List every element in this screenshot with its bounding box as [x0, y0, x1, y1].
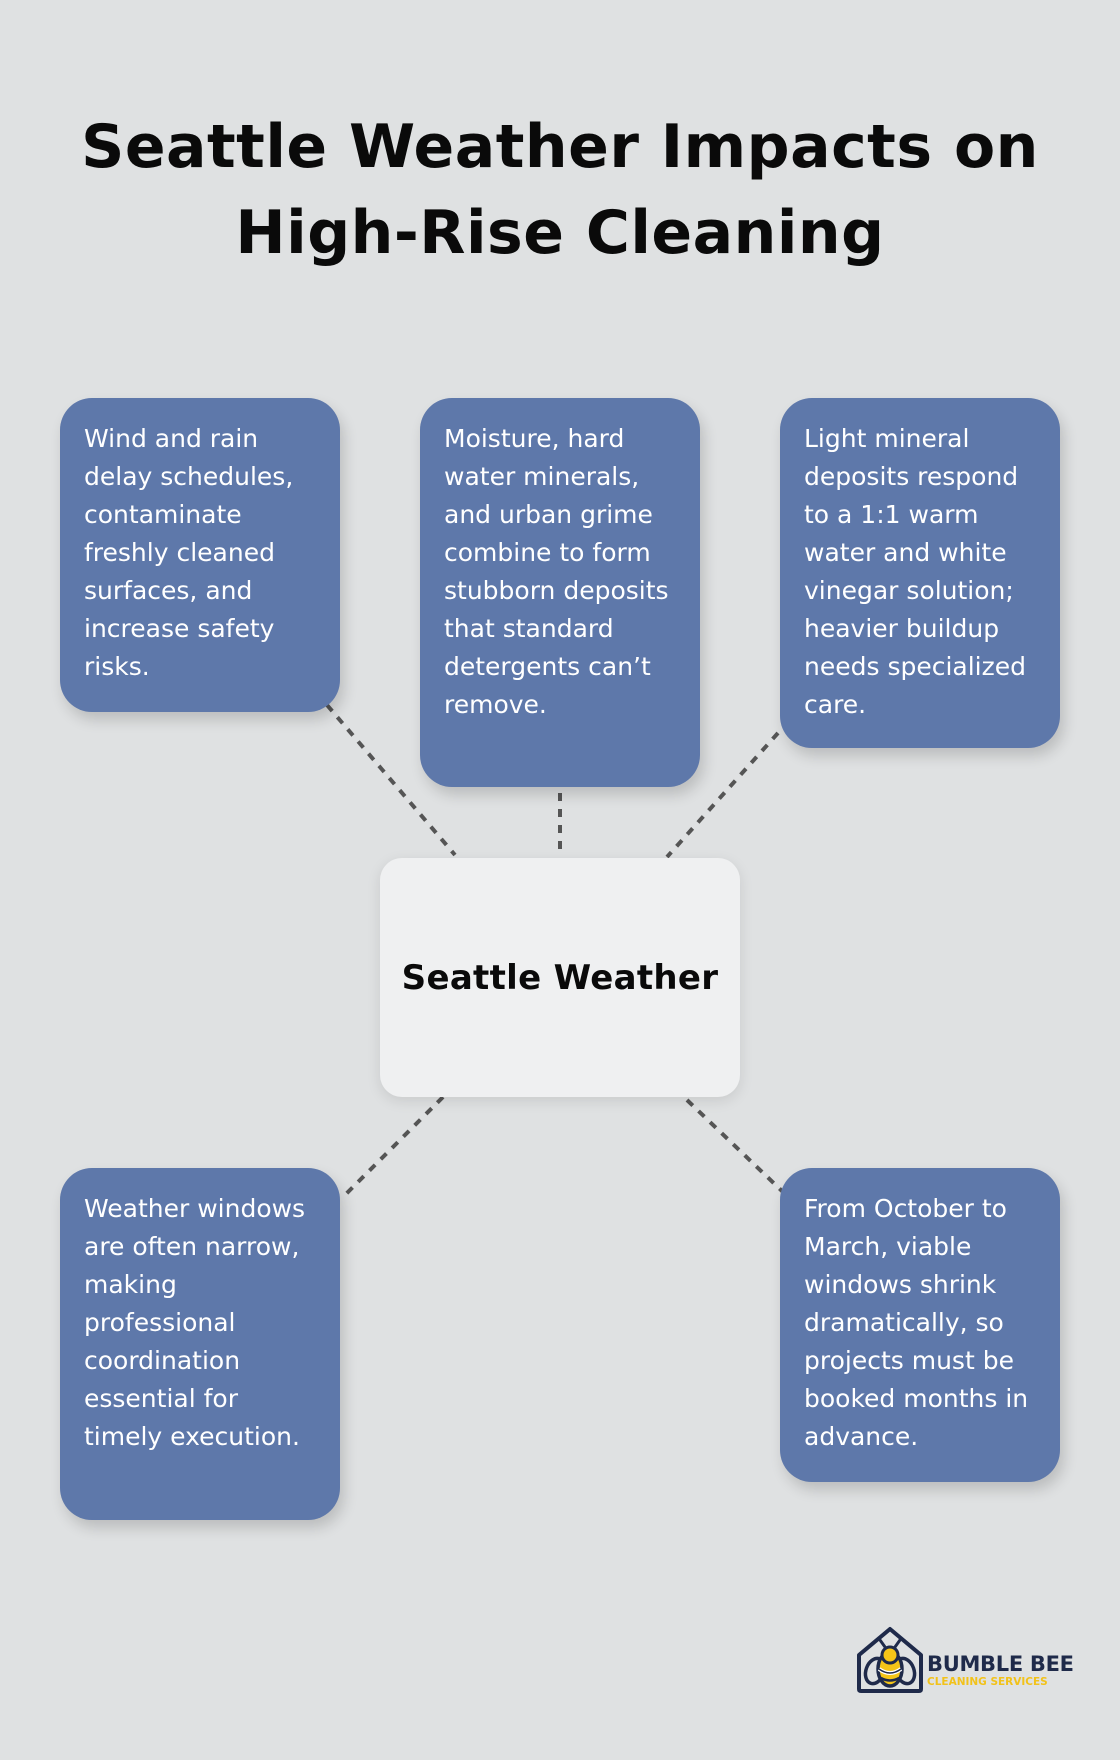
card-text: Light mineral deposits respond to a 1:1 …	[804, 424, 1026, 719]
impact-card-vinegar-solution: Light mineral deposits respond to a 1:1 …	[780, 398, 1060, 748]
page-title: Seattle Weather Impacts on High-Rise Cle…	[0, 104, 1120, 276]
impact-card-deposits: Moisture, hard water minerals, and urban…	[420, 398, 700, 787]
title-line-2: High-Rise Cleaning	[235, 198, 885, 268]
card-text: From October to March, viable windows sh…	[804, 1194, 1029, 1451]
brand-logo: BUMBLE BEE CLEANING SERVICES	[855, 1625, 1074, 1695]
card-text: Moisture, hard water minerals, and urban…	[444, 424, 669, 719]
connector-card-3	[665, 731, 780, 859]
impact-card-seasonal-booking: From October to March, viable windows sh…	[780, 1168, 1060, 1482]
connector-card-1	[325, 703, 457, 857]
impact-card-wind-rain: Wind and rain delay schedules, contamina…	[60, 398, 340, 712]
card-text: Wind and rain delay schedules, contamina…	[84, 424, 294, 681]
center-node: Seattle Weather	[380, 858, 740, 1097]
logo-tagline: CLEANING SERVICES	[927, 1676, 1048, 1688]
logo-name: BUMBLE BEE	[927, 1652, 1074, 1676]
center-node-label: Seattle Weather	[401, 957, 719, 998]
title-line-1: Seattle Weather Impacts on	[81, 112, 1039, 182]
connector-card-5	[685, 1098, 785, 1194]
connector-card-4	[340, 1095, 445, 1200]
bee-house-icon	[857, 1627, 923, 1693]
card-text: Weather windows are often narrow, making…	[84, 1194, 306, 1451]
impact-card-weather-windows: Weather windows are often narrow, making…	[60, 1168, 340, 1520]
